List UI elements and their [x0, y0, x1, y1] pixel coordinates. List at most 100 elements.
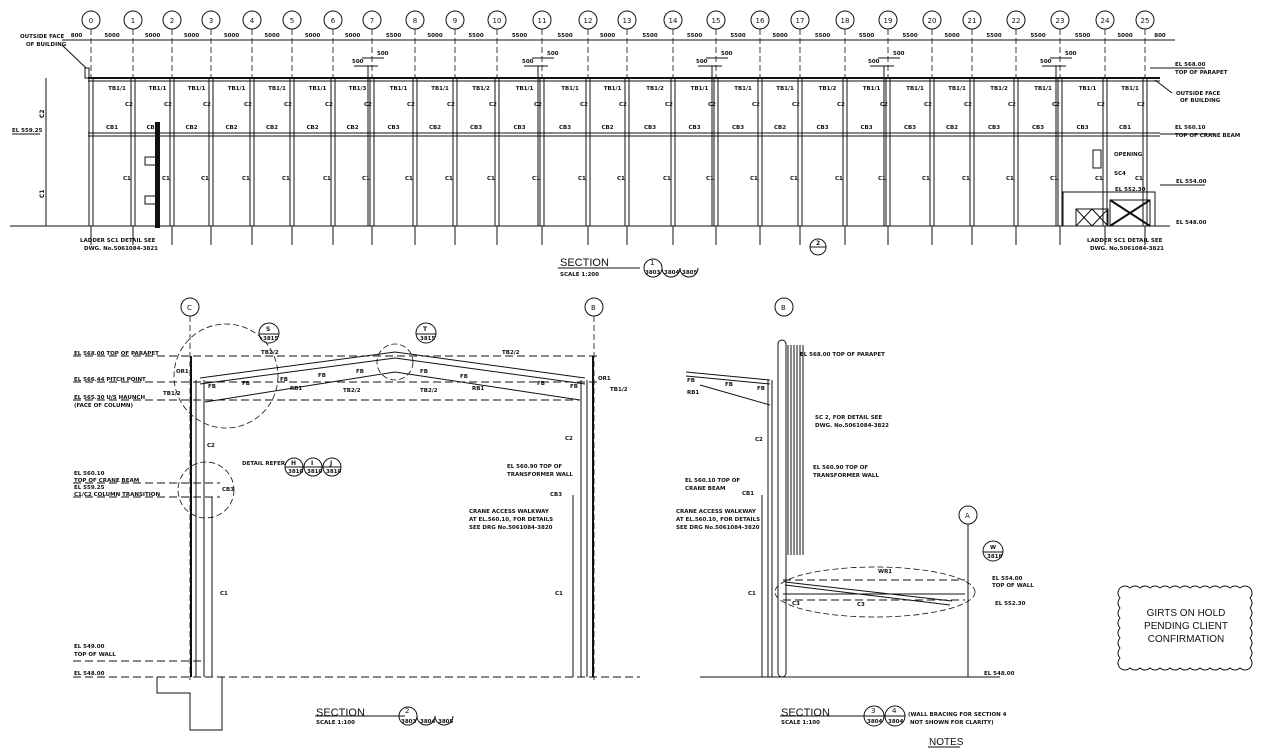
ladder-left	[155, 122, 160, 228]
section-scale: SCALE 1:200	[560, 272, 599, 278]
gridline-label: 16	[756, 17, 765, 25]
ref-arc	[416, 715, 436, 726]
ref-arc	[679, 267, 699, 278]
hold-note-line: GIRTS ON HOLD	[1147, 608, 1226, 619]
callout-ref: 3815	[263, 336, 278, 342]
callout-letter: T	[423, 326, 428, 333]
elevation-label: TOP OF CRANE BEAM	[74, 478, 139, 484]
gridline-bubble[interactable]	[958, 505, 978, 525]
dimension-value: 800	[1154, 33, 1166, 39]
elevation-label: C1/C2 COLUMN TRANSITION	[74, 492, 160, 498]
member-label: C1	[748, 591, 756, 597]
tie-beam-label: TB1/1	[108, 86, 126, 92]
dimension-value: 5000	[1117, 33, 1132, 39]
crane-beam-label: CB2	[601, 125, 613, 131]
hold-note-line: PENDING CLIENT	[1144, 621, 1228, 632]
tie-beam-label: TB1/1	[691, 86, 709, 92]
ladder-cage	[144, 156, 158, 166]
note-label: TRANSFORMER WALL	[813, 473, 879, 479]
crane-beam-label: CB1	[1119, 125, 1131, 131]
column-label: C1	[532, 176, 540, 182]
callout-letter: S	[266, 326, 270, 333]
dimension-value: 5500	[642, 33, 657, 39]
column-label: C1	[123, 176, 131, 182]
offset-dim: 500	[522, 59, 534, 65]
detail-callout-t[interactable]: T 3815	[415, 322, 437, 344]
tie-beam-label: TB1/1	[1079, 86, 1097, 92]
crane-beam-label: CB3	[904, 125, 916, 131]
member-label: FB	[208, 384, 216, 390]
tie-beam-label: TB1/1	[604, 86, 622, 92]
ladder-note: LADDER SC1 DETAIL SEE	[80, 238, 156, 244]
dimension-value: 5500	[386, 33, 401, 39]
wall-rafter	[784, 581, 953, 602]
section-title: SECTION	[560, 257, 609, 269]
member-label: RB1	[687, 390, 699, 396]
detail-circle-w	[774, 566, 976, 618]
crane-beam-label: CB3	[1076, 125, 1088, 131]
opening-box	[1092, 149, 1102, 169]
callout-circle	[415, 322, 437, 344]
detail-callout-hij[interactable]: H I J 3810 3810 3810	[284, 457, 342, 477]
section-reference[interactable]: 1 3803 3804 3805	[643, 258, 699, 278]
member-label: TB1/2	[610, 387, 628, 393]
member-label: FB	[460, 374, 468, 380]
notes-heading: NOTES	[929, 737, 964, 748]
crane-beam-label: CB3	[559, 125, 571, 131]
column-label: C2	[924, 102, 932, 108]
gridline-bubble[interactable]	[774, 297, 794, 317]
elevation-label: EL 548.00	[984, 671, 1015, 677]
gridline-label: 19	[884, 17, 893, 25]
crane-beam-label: CB2	[306, 125, 318, 131]
member-label: CB3	[550, 492, 562, 498]
transformer-bay	[1062, 191, 1156, 227]
note-label: AT EL.560.10, FOR DETAILS	[676, 517, 760, 523]
column-label: C2	[489, 102, 497, 108]
member-label: FB	[242, 381, 250, 387]
dimension-value: 5000	[772, 33, 787, 39]
elevation-label: EL 559.25	[12, 128, 43, 134]
dimension-value: 5500	[986, 33, 1001, 39]
crane-beam-label: CB1	[106, 125, 118, 131]
elevation-label: TOP OF CRANE BEAM	[1175, 133, 1240, 139]
gridline-label: 8	[413, 17, 417, 25]
crane-beam-label: CB3	[470, 125, 482, 131]
rafter-top	[199, 351, 586, 379]
gridline-label: 17	[796, 17, 805, 25]
member-label: CB3	[222, 487, 234, 493]
detail-callout-s[interactable]: S 3815	[258, 322, 280, 344]
cross-mark	[1091, 208, 1109, 227]
column-label: C2	[284, 102, 292, 108]
crane-beam-label: CB3	[816, 125, 828, 131]
callout-ref: 3810	[288, 469, 303, 475]
gridline-label: 5	[290, 17, 294, 25]
gridline-label: 15	[712, 17, 721, 25]
gridline-label: 25	[1141, 17, 1150, 25]
tie-beam-label: TB1/1	[149, 86, 167, 92]
column-label: C1	[1050, 176, 1058, 182]
detail-callout-w[interactable]: W 3818	[982, 540, 1004, 562]
member-label: RB1	[290, 386, 302, 392]
elevation-label: EL 552.30	[995, 601, 1026, 607]
column-label: C2	[407, 102, 415, 108]
ref-arc	[661, 267, 681, 278]
dimension-value: 5500	[687, 33, 702, 39]
gridline-label: 20	[928, 17, 937, 25]
note-label: DETAIL REFER	[242, 461, 286, 467]
dimension-value: 5500	[557, 33, 572, 39]
gridline-label: C	[187, 304, 192, 312]
section-scale: SCALE 1:100	[316, 720, 355, 726]
tie-beam-label: TB1/1	[431, 86, 449, 92]
column-label: C1	[790, 176, 798, 182]
section-title: SECTION	[781, 707, 830, 719]
callout-circle	[258, 322, 280, 344]
tie-beam-label: TB1/2	[646, 86, 664, 92]
section-reference[interactable]: 3 4 3804 3804	[863, 705, 906, 727]
section-reference[interactable]: 2 3803 3804 3805	[398, 706, 454, 726]
sc4-label: SC4	[1114, 171, 1126, 177]
note-label: SEE DRG No.5061084-3820	[676, 525, 760, 531]
drawing-ref: 3804	[867, 719, 882, 725]
leader-line	[61, 44, 87, 69]
note-label: NOT SHOWN FOR CLARITY)	[910, 720, 994, 726]
tie-beam-label: TB1/1	[776, 86, 794, 92]
